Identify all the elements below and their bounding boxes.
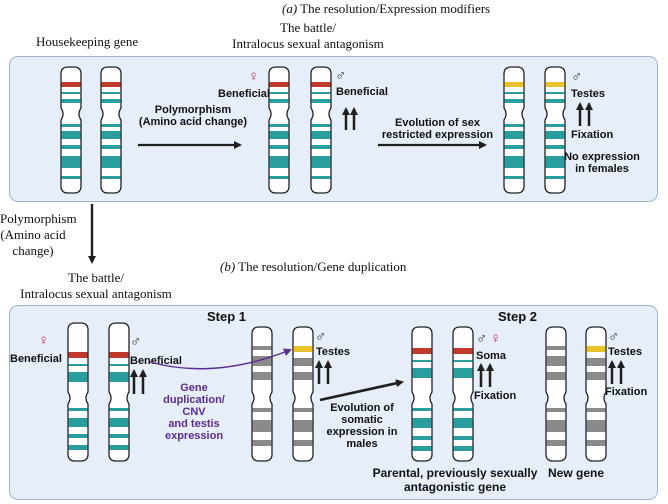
battle-mid-line2: Intralocus sexual antagonism [20,286,172,301]
battle-label-top: The battle/ Intralocus sexual antagonism [218,20,398,52]
testes-label: Testes [571,88,606,100]
soma-label: Soma [476,350,506,362]
chromosome [585,326,607,462]
chromosome [100,66,122,194]
gene-dup-line1: Gene [180,382,208,394]
testes-label-2: Testes [608,346,643,358]
beneficial-female-bottom: Beneficial [10,353,62,365]
step1-label: Step 1 [207,309,247,324]
poly-line1: Polymorphism [0,211,77,226]
testes-label-1: Testes [316,346,351,358]
title-a: (a) The resolution/Expression modifiers [282,1,490,17]
battle-label-middle: The battle/ Intralocus sexual antagonism [6,270,186,302]
chromosome [108,322,130,462]
step2-label: Step 2 [498,309,538,324]
title-a-letter: (a) [282,1,298,16]
fixation-label: Fixation [571,129,614,141]
polymorphism-middle-label: Polymorphism (Amino acid change) [0,211,77,259]
no-expression-label: No expression in females [560,151,644,175]
chromosome [411,326,433,462]
chromosome [452,326,474,462]
polymorphism-line2: (Amino acid change) [138,116,248,128]
gene-dup-line3: CNV [182,406,206,418]
poly-line2: (Amino acid [0,227,66,242]
parental-line1: Parental, previously sexually [372,466,538,480]
no-expression-line1: No expression [564,151,640,163]
evo-somatic-line1: Evolution of [330,402,394,414]
male-symbol: ♂ [335,67,347,84]
gene-duplication-label: Gene duplication/ CNV and testis express… [156,382,232,442]
battle-line2: Intralocus sexual antagonism [232,36,384,51]
chromosome [544,66,566,194]
chromosome [545,326,567,462]
poly-line3: change) [12,243,54,258]
evolution-line2: restricted expression [381,129,494,141]
fixation-label-1: Fixation [474,390,517,402]
male-symbol: ♂ [130,333,142,350]
battle-mid-line1: The battle/ [68,270,124,285]
fixation-label-2: Fixation [605,386,648,398]
gene-dup-line4: and testis [168,418,220,430]
male-symbol: ♂ [315,328,327,345]
polymorphism-line1: Polymorphism [154,104,232,116]
title-b: (b) The resolution/Gene duplication [220,259,406,275]
evolution-somatic-label: Evolution of somatic expression in males [322,402,402,450]
evo-somatic-line4: males [346,438,378,450]
chromosome [67,322,89,462]
beneficial-male-bottom: Beneficial [130,355,182,367]
female-symbol: ♀ [490,330,502,347]
female-symbol: ♀ [38,332,50,349]
chromosome [503,66,525,194]
housekeeping-label: Housekeeping gene [36,34,139,49]
male-symbol: ♂ [476,330,488,347]
title-b-text: The resolution/Gene duplication [235,259,407,274]
gene-dup-line5: expression [164,430,224,442]
female-symbol: ♀ [248,68,260,85]
chromosome [310,66,332,194]
title-b-letter: (b) [220,259,236,274]
polymorphism-label: Polymorphism (Amino acid change) [133,104,253,128]
male-symbol: ♂ [608,328,620,345]
chromosome [60,66,82,194]
beneficial-male-label: Beneficial [336,86,388,98]
evolution-sex-label: Evolution of sex restricted expression [380,117,495,141]
no-expression-line2: in females [575,163,629,175]
chromosome [292,326,314,462]
evo-somatic-line3: expression in [326,426,398,438]
evolution-line1: Evolution of sex [395,117,480,129]
chromosome [268,66,290,194]
battle-line1: The battle/ [280,20,336,35]
new-gene-label: New gene [548,466,605,480]
male-symbol: ♂ [571,68,583,85]
evo-somatic-line2: somatic [341,414,383,426]
parental-line2: antagonistic gene [403,480,507,494]
gene-dup-line2: duplication/ [163,394,225,406]
parental-gene-label: Parental, previously sexually antagonist… [360,466,550,494]
title-a-text: The resolution/Expression modifiers [297,1,491,16]
beneficial-female-label: Beneficial [218,88,270,100]
chromosome [251,326,273,462]
